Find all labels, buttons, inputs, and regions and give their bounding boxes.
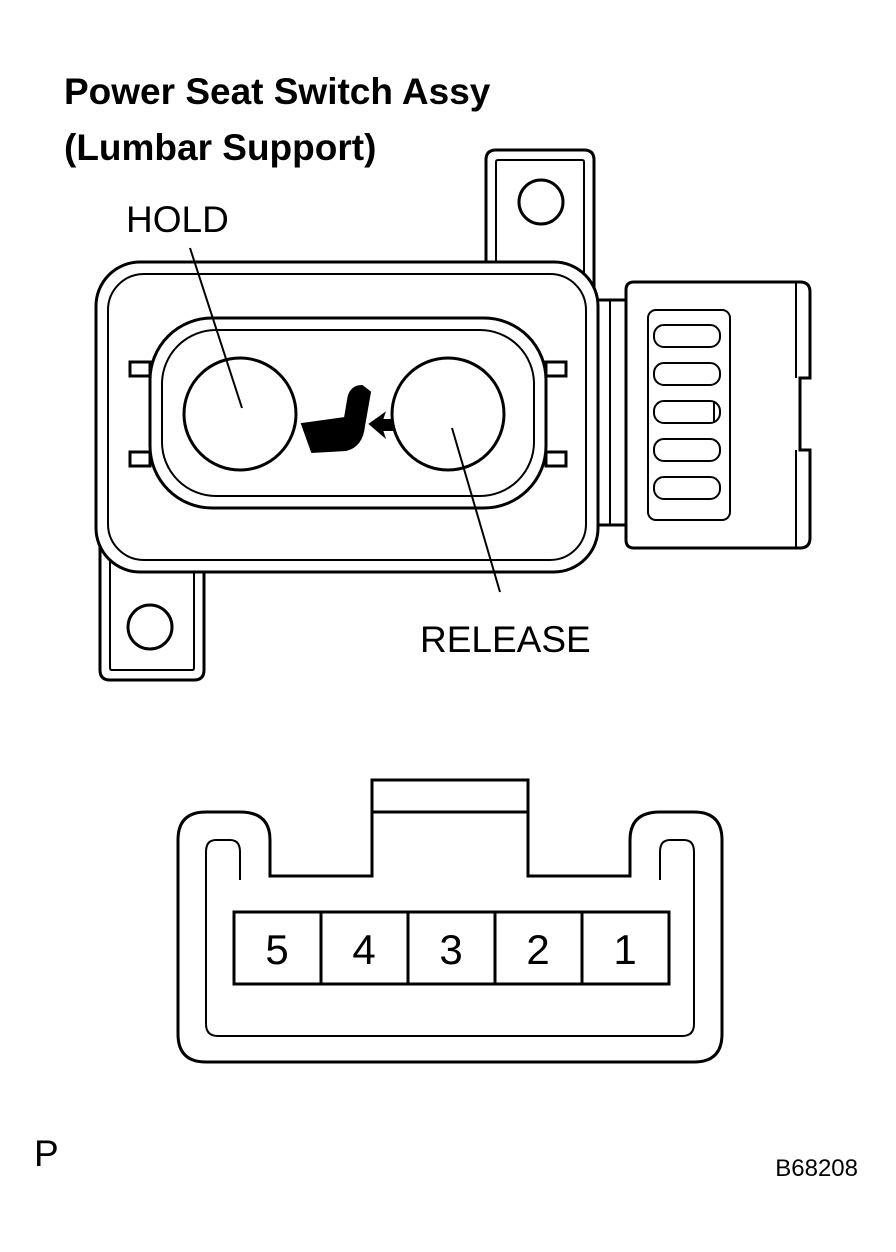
mounting-hole-top [517,178,565,226]
lumbar-seat-icon [300,384,393,454]
title-line-1: Power Seat Switch Assy [64,71,491,112]
pin-cell-2 [493,910,584,986]
hold-label: HOLD [126,199,229,240]
pin-label-5: 5 [265,926,288,973]
pin-label-1: 1 [613,926,636,973]
pin-label-3: 3 [439,926,462,973]
plug-terminal-window [647,309,731,521]
switch-housing-inner [107,273,587,561]
connector-shell-outer [176,810,724,1064]
title-line-2: (Lumbar Support) [64,127,376,168]
release-label: RELEASE [420,619,591,660]
button-bezel-inner [161,329,535,497]
mounting-hole-bottom [126,603,174,651]
pin-label-4: 4 [352,926,375,973]
connector-shell-inner [205,839,695,1037]
hold-leader-line [189,247,243,409]
side-plug-connector [624,280,812,550]
release-leader-line [451,427,501,593]
pin-label-2: 2 [526,926,549,973]
connector-lock-tab [370,778,530,814]
connector-front-view: 5 4 3 2 1 [176,778,724,1064]
figure-id: B68208 [775,1155,858,1182]
view-code: P [34,1133,59,1174]
release-button[interactable] [390,356,506,472]
pin-cell-1 [580,910,671,986]
hold-button[interactable] [182,356,298,472]
